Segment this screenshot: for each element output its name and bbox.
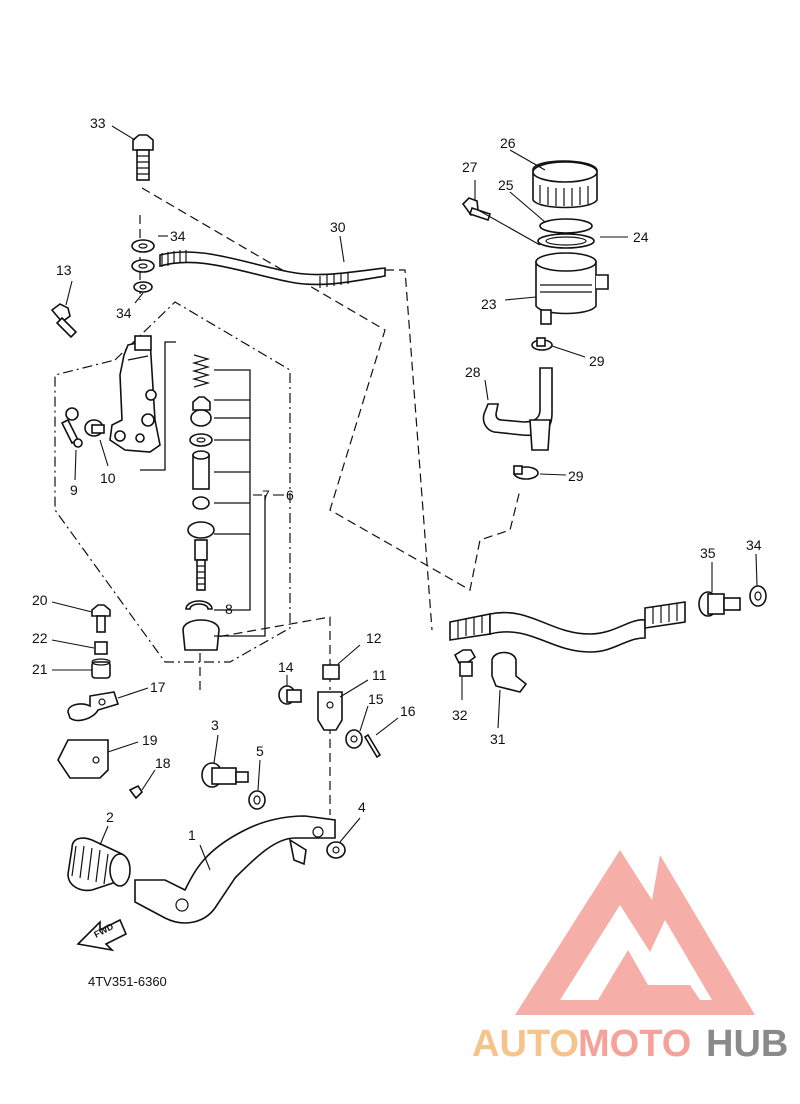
callout-26: 26 [500,135,516,151]
grommet-21 [91,658,111,679]
callout-20: 20 [32,592,48,608]
washer-34-right [749,585,767,607]
fwd-arrow [76,918,128,952]
washer-5 [248,790,266,810]
brake-hose-lower [449,601,686,653]
callout-18: 18 [155,755,171,771]
callout-19: 19 [142,732,158,748]
clip-29-lower [513,465,539,480]
pin-3 [201,762,249,788]
master-cylinder-body [109,335,161,453]
callout-15: 15 [368,691,384,707]
callout-6: 6 [286,487,294,503]
screw-27 [461,197,492,222]
pin-14 [278,685,302,705]
callout-10: 10 [100,470,116,486]
bolt-33 [132,134,154,181]
pedal-rubber-2 [67,837,131,892]
callout-labels: 33 34 34 13 30 26 25 24 27 23 29 28 29 9… [32,115,762,843]
brake-hose-30 [159,250,386,288]
callout-24: 24 [633,229,649,245]
callout-35: 35 [700,545,716,561]
callout-12: 12 [366,630,382,646]
washer-34-top [131,239,155,253]
callout-22: 22 [32,630,48,646]
kit-brackets [140,341,266,637]
plate-24 [537,233,595,249]
union-bolt-35 [698,591,741,617]
callout-8: 8 [225,601,233,617]
callout-4: 4 [358,799,366,815]
callout-25: 25 [498,177,514,193]
callout-2: 2 [106,809,114,825]
callout-5: 5 [256,743,264,759]
bolt-13 [50,303,78,339]
callout-9: 9 [70,482,78,498]
callout-30: 30 [330,219,346,235]
washer-4 [326,841,346,859]
callout-14: 14 [278,659,294,675]
clamp-31 [491,651,528,693]
collar-22 [94,641,108,655]
callout-3: 3 [211,717,219,733]
callout-29-upper: 29 [589,353,605,369]
callout-16: 16 [400,703,416,719]
watermark-text-auto: AUTO [472,1023,579,1065]
callout-7: 7 [262,487,270,503]
cotter-16 [363,733,382,759]
callout-1: 1 [188,827,196,843]
callout-32: 32 [452,707,468,723]
piston-kit [182,354,220,651]
bracket-19 [57,739,109,779]
diaphragm-25 [539,218,593,234]
bracket-17 [67,691,120,722]
diagram-code: 4TV351-6360 [88,974,167,989]
bolt-32 [453,649,477,677]
callout-27: 27 [462,159,478,175]
hose-28 [482,367,553,451]
washer-34-mid [131,259,155,273]
callout-23: 23 [481,296,497,312]
callout-17: 17 [150,679,166,695]
callout-11: 11 [372,667,387,683]
callout-29-lower: 29 [568,468,584,484]
clevis-11 [317,691,343,731]
brake-pedal-1 [134,815,336,924]
callout-34-top: 34 [170,228,186,244]
bolt-20 [91,604,111,633]
callout-21: 21 [32,661,48,677]
watermark-text-hub: HUB [706,1023,788,1065]
screw-18 [128,784,144,800]
washer-15 [345,729,363,749]
washer-34-low [133,281,153,293]
callout-33: 33 [90,115,106,131]
callout-34-mid: 34 [116,305,132,321]
clip-29-upper [531,337,553,351]
reservoir-23 [535,252,609,325]
nut-12 [322,664,340,680]
joint-9 [60,407,83,448]
callout-28: 28 [465,364,481,380]
callout-13: 13 [56,262,72,278]
boot-10 [84,419,105,437]
callout-31: 31 [490,731,506,747]
watermark-text-moto: MOTO [578,1023,691,1065]
reservoir-cap-26 [532,160,598,209]
watermark-logo [515,850,755,1015]
callout-34-right: 34 [746,537,762,553]
leader-lines [51,125,758,871]
